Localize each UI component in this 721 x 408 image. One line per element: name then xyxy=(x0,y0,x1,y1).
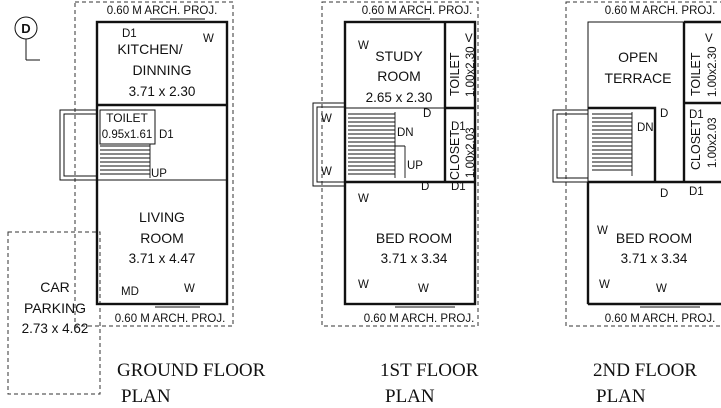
second-tag-w-bed2: W xyxy=(599,279,610,291)
ground-landing-inner xyxy=(63,113,97,177)
first-tag-w-left2: W xyxy=(321,166,332,178)
kitchen-name-line1: KITCHEN/ xyxy=(117,41,182,57)
first-bed-size: 3.71 x 3.34 xyxy=(381,251,448,266)
ground-proj-top-mask xyxy=(100,3,222,16)
first-proj-top-mask xyxy=(358,3,476,16)
first-tag-d-stair: D xyxy=(423,108,431,120)
second-floor-plan: OPEN TERRACE TOILET 1.00x2.30 CLOSET 1.0… xyxy=(552,1,721,407)
second-tag-dn: DN xyxy=(637,122,654,134)
first-arch-projection-outline xyxy=(321,1,479,327)
living-name-line1: LIVING xyxy=(139,209,185,225)
second-tag-d1-closet: D1 xyxy=(689,109,704,121)
first-tag-w-study: W xyxy=(358,40,369,52)
second-proj-bottom: 0.60 M ARCH. PROJ. xyxy=(605,313,716,325)
second-proj-top-mask xyxy=(601,3,719,16)
ground-tag-d1-top: D1 xyxy=(122,28,137,40)
ground-tag-w-bottom: W xyxy=(184,283,195,295)
second-tag-v: V xyxy=(705,33,713,45)
second-closet-name: CLOSET xyxy=(689,120,703,170)
kitchen-name-line2: DINNING xyxy=(132,62,191,78)
first-proj-top: 0.60 M ARCH. PROJ. xyxy=(362,5,473,17)
second-tag-w-bed1: W xyxy=(597,225,608,237)
second-title-line1: 2ND FLOOR xyxy=(593,360,697,381)
ground-toilet-box xyxy=(99,109,156,145)
parking-name-line1: CAR xyxy=(40,279,70,295)
second-proj-top: 0.60 M ARCH. PROJ. xyxy=(605,5,716,17)
terrace-name-line1: OPEN xyxy=(618,49,658,65)
car-parking-outline xyxy=(7,231,101,395)
second-tag-d-bed: D xyxy=(660,188,668,200)
second-bed-size: 3.71 x 3.34 xyxy=(621,251,688,266)
study-name-line1: STUDY xyxy=(375,48,423,64)
second-toilet-name: TOILET xyxy=(689,52,703,96)
living-name-line2: ROOM xyxy=(140,230,184,246)
first-proj-bottom: 0.60 M ARCH. PROJ. xyxy=(364,313,475,325)
first-closet-size: 1.00x2.03 xyxy=(465,127,477,178)
living-size: 3.71 x 4.47 xyxy=(129,251,196,266)
second-closet-size: 1.00x2.03 xyxy=(707,117,719,168)
ground-toilet-size: 0.95x1.61 xyxy=(102,129,153,141)
parking-size: 2.73 x 4.62 xyxy=(22,321,89,336)
ground-tag-up: UP xyxy=(151,168,167,180)
study-size: 2.65 x 2.30 xyxy=(366,90,433,105)
first-tag-d1-closet: D1 xyxy=(451,121,466,133)
first-floor-plan: STUDY ROOM 2.65 x 2.30 TOILET 1.00x2.30 … xyxy=(312,1,479,407)
second-tag-d1-bed: D1 xyxy=(689,186,704,198)
first-toilet-size: 1.00x2.30 xyxy=(465,46,477,97)
second-landing-outline xyxy=(552,109,588,183)
first-tag-d1-bed: D1 xyxy=(451,181,466,193)
ground-tag-d1-toilet: D1 xyxy=(159,129,174,141)
first-bed-name: BED ROOM xyxy=(376,230,452,246)
first-title-line1: 1ST FLOOR xyxy=(380,360,479,381)
second-title-line2: PLAN xyxy=(596,386,646,407)
ground-toilet-name: TOILET xyxy=(106,111,148,125)
second-proj-bottom-mask xyxy=(601,311,719,324)
ground-proj-top: 0.60 M ARCH. PROJ. xyxy=(107,5,218,17)
first-tag-w-bed2: W xyxy=(358,279,369,291)
first-tag-v: V xyxy=(465,33,473,45)
first-closet-name: CLOSET xyxy=(448,130,462,180)
parking-name-line2: PARKING xyxy=(24,300,86,316)
ground-title-line2: PLAN xyxy=(121,386,171,407)
ground-tag-md: MD xyxy=(121,286,139,298)
first-tag-w-bed1: W xyxy=(358,193,369,205)
second-arch-projection-outline xyxy=(565,1,721,327)
second-staircase xyxy=(592,112,633,176)
second-tag-w-bed3: W xyxy=(656,283,667,295)
ground-tag-w-top: W xyxy=(203,33,214,45)
second-bed-name: BED ROOM xyxy=(616,230,692,246)
ground-title-line1: GROUND FLOOR xyxy=(117,360,266,381)
first-tag-d-bed: D xyxy=(421,181,429,193)
ground-landing-outline xyxy=(59,109,97,181)
ground-proj-bottom: 0.60 M ARCH. PROJ. xyxy=(115,313,226,325)
ground-outer-wall xyxy=(95,20,229,306)
orientation-symbol: D xyxy=(14,16,40,61)
orientation-label: D xyxy=(21,21,30,36)
first-landing-outline xyxy=(312,102,345,187)
ground-proj-bottom-mask xyxy=(112,311,228,324)
ground-staircase xyxy=(100,144,151,178)
first-tag-w-left1: W xyxy=(321,113,332,125)
first-staircase xyxy=(348,112,406,178)
first-tag-up: UP xyxy=(407,160,423,172)
second-toilet-size: 1.00x2.30 xyxy=(707,46,719,97)
first-proj-bottom-mask xyxy=(362,311,476,324)
first-outer-wall xyxy=(343,20,477,306)
terrace-name-line2: TERRACE xyxy=(605,70,672,86)
first-tag-dn: DN xyxy=(397,127,414,139)
second-stair-enclosure xyxy=(588,106,657,182)
study-name-line2: ROOM xyxy=(377,68,421,84)
first-toilet-name: TOILET xyxy=(448,52,462,96)
first-title-line2: PLAN xyxy=(385,386,435,407)
ground-floor-plan: KITCHEN/ DINNING 3.71 x 2.30 TOILET 0.95… xyxy=(7,1,266,407)
first-landing-inner xyxy=(316,106,345,183)
first-tag-w-bed3: W xyxy=(418,283,429,295)
second-landing-inner xyxy=(556,113,588,179)
ground-arch-projection-outline xyxy=(74,1,234,327)
second-tag-d-stair: D xyxy=(660,108,668,120)
kitchen-size: 3.71 x 2.30 xyxy=(129,84,196,99)
